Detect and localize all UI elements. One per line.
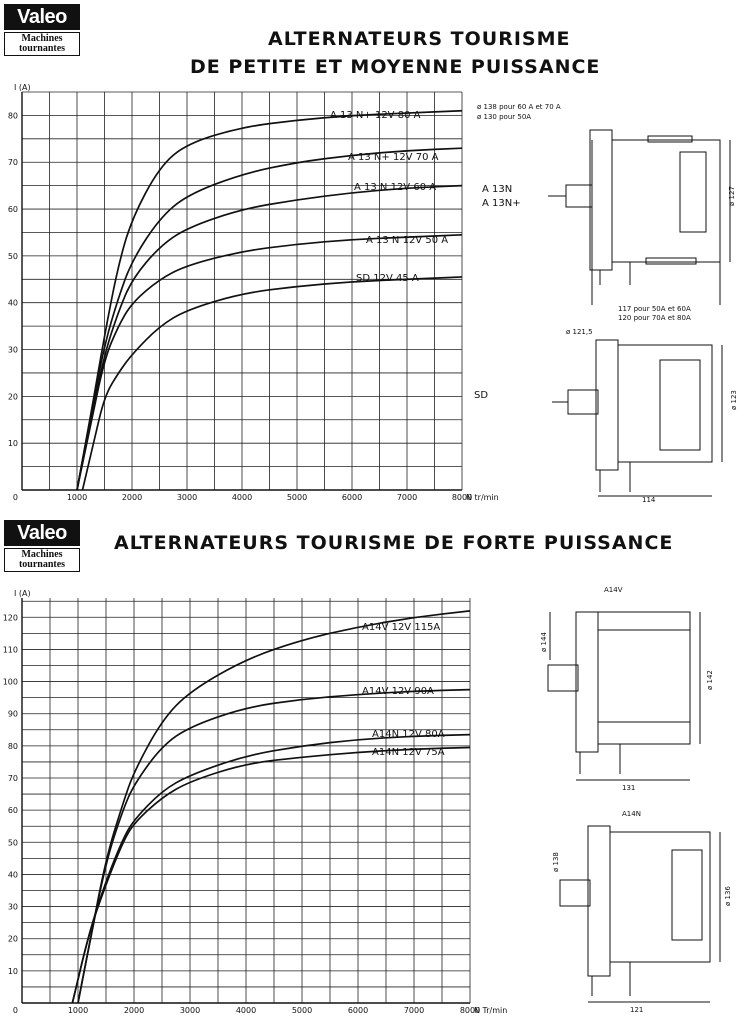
x-tick-label: 8000 [460, 1006, 480, 1015]
logo-mark: Valeo [4, 4, 80, 30]
logo-mark: Valeo [4, 520, 80, 546]
chart-small-medium-power: 1000 2000 3000 4000 5000 6000 7000 8000 10 20 30 40… [8, 83, 499, 502]
dim-label: ø 138 pour 60 A et 70 A [477, 103, 561, 111]
y-tick-label: 70 [8, 158, 18, 167]
series-label: SD 12V 45 A [356, 273, 419, 284]
logo-subtitle: Machines tournantes [4, 548, 80, 572]
side-label-a14v: A14V [604, 586, 623, 594]
side-label-a14n: A14N [622, 810, 641, 818]
series-line [76, 233, 463, 491]
y-tick-label: 120 [3, 613, 18, 622]
y-tick-label: 80 [8, 742, 18, 751]
section1-title-line2: DE PETITE ET MOYENNE PUISSANCE [190, 56, 601, 78]
y-tick-label: 30 [8, 346, 18, 355]
x-tick-label: 8000 [452, 493, 472, 502]
alternator-drawing-a14v [547, 611, 701, 781]
series-label: A 13 N 12V 60 A [354, 182, 436, 193]
y-tick-label: 50 [8, 252, 18, 261]
y-axis-label: I (A) [14, 589, 31, 598]
x-tick-label: 7000 [404, 1006, 424, 1015]
alternator-drawing-sd [552, 339, 723, 497]
x-tick-label: 3000 [180, 1006, 200, 1015]
x-tick-label: 2000 [124, 1006, 144, 1015]
origin-label: 0 [13, 493, 18, 502]
x-tick-label: 7000 [397, 493, 417, 502]
y-tick-label: 60 [8, 205, 18, 214]
series-line [76, 184, 463, 491]
y-tick-label: 100 [3, 678, 18, 687]
x-tick-label: 5000 [287, 493, 307, 502]
dim-label: ø 142 [706, 670, 714, 690]
y-axis-label: I (A) [14, 83, 31, 92]
y-tick-label: 110 [3, 645, 18, 654]
y-tick-label: 20 [8, 935, 18, 944]
x-tick-label: 2000 [122, 493, 142, 502]
series-label: A 13 N+ 12V 80 A [330, 110, 421, 121]
x-axis-label: N tr/min [466, 493, 499, 502]
dim-label: ø 130 pour 50A [477, 113, 531, 121]
series-line [76, 147, 463, 491]
y-tick-label: 40 [8, 870, 18, 879]
y-tick-label: 50 [8, 838, 18, 847]
series-label: A 13 N+ 12V 70 A [348, 152, 439, 163]
dim-label: 120 pour 70A et 80A [618, 314, 691, 322]
y-tick-label: 70 [8, 774, 18, 783]
y-tick-label: 30 [8, 903, 18, 912]
dim-label: 117 pour 50A et 60A [618, 305, 691, 313]
x-tick-label: 4000 [232, 493, 252, 502]
series-line [71, 746, 471, 1004]
y-tick-label: 90 [8, 710, 18, 719]
y-tick-label: 40 [8, 299, 18, 308]
alternator-drawing-a13n [548, 129, 731, 305]
y-tick-label: 10 [8, 967, 18, 976]
y-tick-label: 20 [8, 392, 18, 401]
side-label-sd: SD [474, 390, 488, 401]
y-tick-label: 60 [8, 806, 18, 815]
brand-logo-top: Valeo Machines tournantes [4, 4, 80, 56]
dim-label: ø 144 [540, 632, 548, 652]
x-tick-label: 1000 [68, 1006, 88, 1015]
section2-title: ALTERNATEURS TOURISME DE FORTE PUISSANCE [114, 532, 674, 554]
series-label: A14V 12V 115A [362, 622, 440, 633]
logo-subtitle: Machines tournantes [4, 32, 80, 56]
side-label-a13n-plus: A 13N+ [482, 198, 521, 209]
side-label-a13n: A 13N [482, 184, 512, 195]
alternator-drawing-a14n [559, 825, 721, 1003]
dim-label: 121 [630, 1006, 643, 1014]
series-line [81, 276, 463, 491]
x-tick-label: 6000 [348, 1006, 368, 1015]
dim-label: ø 127 [728, 186, 736, 206]
x-tick-label: 5000 [292, 1006, 312, 1015]
origin-label: 0 [13, 1006, 18, 1015]
x-axis-label: N Tr/min [474, 1006, 507, 1015]
brand-logo-bottom: Valeo Machines tournantes [4, 520, 80, 572]
dim-label: 131 [622, 784, 635, 792]
x-tick-label: 1000 [67, 493, 87, 502]
series-label: A 13 N 12V 50 A [366, 235, 448, 246]
dim-label: ø 136 [724, 886, 732, 906]
dim-label: ø 121,5 [566, 328, 593, 336]
series-line [71, 733, 471, 1004]
dim-label: 114 [642, 496, 656, 504]
series-label: A14N 12V 80A [372, 729, 445, 740]
series-label: A14N 12V 75A [372, 747, 445, 758]
x-tick-label: 4000 [236, 1006, 256, 1015]
x-tick-label: 6000 [342, 493, 362, 502]
series-label: A14V 12V 90A [362, 686, 434, 697]
y-tick-label: 10 [8, 439, 18, 448]
x-tick-label: 3000 [177, 493, 197, 502]
dim-label: ø 123 [730, 390, 738, 410]
y-tick-label: 80 [8, 111, 18, 120]
dim-label: ø 138 [552, 852, 560, 872]
section1-title-line1: ALTERNATEURS TOURISME [268, 28, 571, 50]
